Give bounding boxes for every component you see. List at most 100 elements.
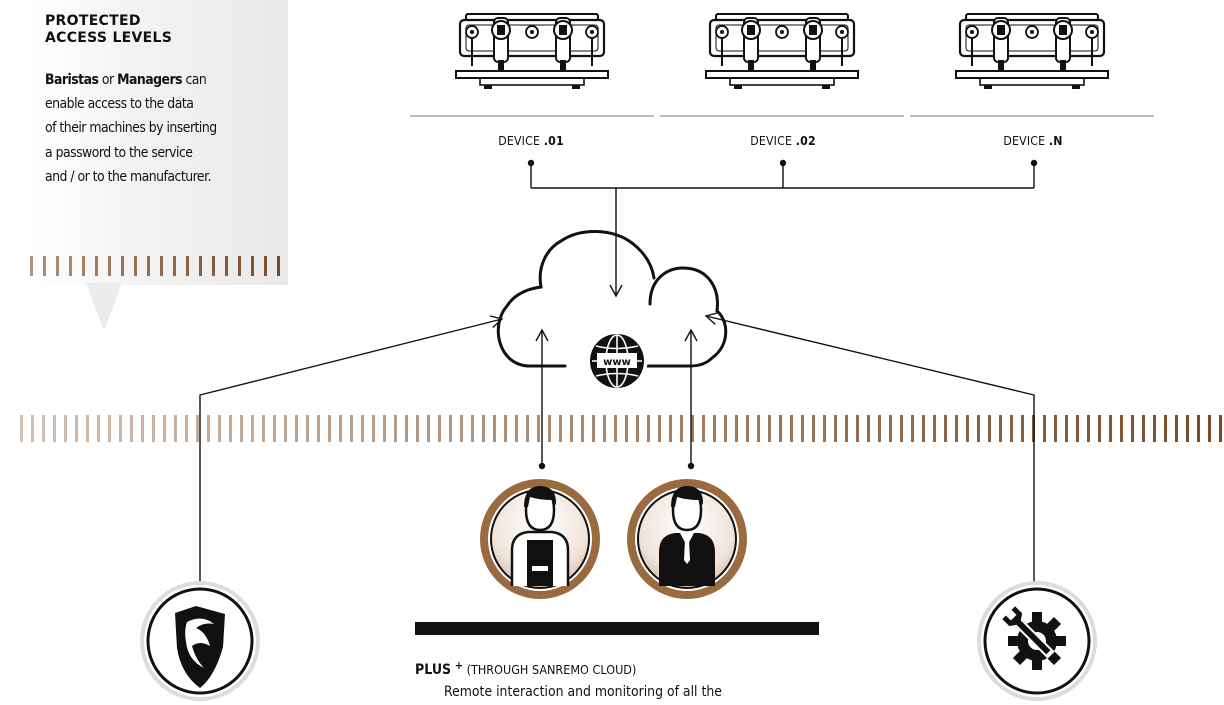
stripe-tick: [911, 415, 914, 442]
stripe-tick: [1098, 415, 1101, 442]
stripe-tick: [119, 415, 122, 442]
panel-title-line2: ACCESS LEVELS: [45, 30, 173, 46]
stripe-tick: [790, 415, 793, 442]
stripe-tick: [317, 415, 320, 442]
stripe-tick: [1076, 415, 1079, 442]
stripe-tick: [482, 415, 485, 442]
stripe-tick: [372, 415, 375, 442]
stripe-tick: [724, 415, 727, 442]
stripe-tick: [273, 415, 276, 442]
stripe-tick: [614, 415, 617, 442]
stripe-tick: [1175, 415, 1178, 442]
stripe-tick: [240, 415, 243, 442]
stripe-tick: [1153, 415, 1156, 442]
stripe-tick: [823, 415, 826, 442]
panel-body-line5: and / or to the manufacturer.: [45, 168, 212, 185]
stripe-tick: [141, 415, 144, 442]
stripe-tick: [779, 415, 782, 442]
shield-logo-icon: [140, 581, 260, 701]
stripe-tick: [603, 415, 606, 442]
stripe-tick: [438, 415, 441, 442]
barista-icon: [480, 479, 600, 599]
access-lines: [199, 312, 1035, 596]
device-bus: [530, 163, 1035, 298]
stripe-tick: [43, 256, 46, 276]
stripe-tick: [97, 415, 100, 442]
info-panel-pointer: [86, 283, 122, 331]
globe-icon: www: [586, 330, 648, 392]
barista-node: [538, 462, 546, 470]
stripe-tick: [30, 256, 33, 276]
stripe-tick: [130, 415, 133, 442]
stripe-tick: [999, 415, 1002, 442]
manager-node: [687, 462, 695, 470]
role-barista: Baristas: [45, 72, 99, 88]
stripe-tick: [134, 256, 137, 276]
stripe-tick: [856, 415, 859, 442]
stripe-tick: [669, 415, 672, 442]
stripe-tick: [42, 415, 45, 442]
device-label-suffix: .02: [795, 133, 816, 148]
stripe-tick: [339, 415, 342, 442]
panel-body-rest: can: [182, 72, 207, 88]
stripe-tick: [922, 415, 925, 442]
stripe-tick: [570, 415, 573, 442]
plus-heading: PLUS + (THROUGH SANREMO CLOUD): [415, 659, 636, 678]
stripe-tick: [1021, 415, 1024, 442]
device-node-n: [1030, 159, 1038, 167]
stripe-tick: [768, 415, 771, 442]
stripe-tick: [229, 415, 232, 442]
panel-title-line1: PROTECTED: [45, 13, 141, 29]
stripe-tick: [207, 415, 210, 442]
stripe-tick: [1164, 415, 1167, 442]
stripe-tick: [834, 415, 837, 442]
stripe-tick: [31, 415, 34, 442]
stripe-tick: [251, 256, 254, 276]
device-shadow-02: [660, 115, 904, 117]
panel-stripe: [30, 256, 280, 276]
stripe-tick: [933, 415, 936, 442]
stripe-tick: [20, 415, 23, 442]
stripe-tick: [878, 415, 881, 442]
stripe-tick: [108, 415, 111, 442]
stripe-tick: [147, 256, 150, 276]
stripe-tick: [1197, 415, 1200, 442]
stripe-tick: [121, 256, 124, 276]
stripe-tick: [702, 415, 705, 442]
stripe-tick: [548, 415, 551, 442]
panel-body-or: or: [98, 72, 118, 88]
stripe-tick: [186, 256, 189, 276]
stripe-tick: [328, 415, 331, 442]
stripe-tick: [812, 415, 815, 442]
stripe-tick: [449, 415, 452, 442]
stripe-tick: [988, 415, 991, 442]
device-machine-01: [454, 6, 610, 91]
panel-body-line2: enable access to the data: [45, 96, 194, 113]
stripe-tick: [713, 415, 716, 442]
stripe-tick: [955, 415, 958, 442]
stripe-tick: [394, 415, 397, 442]
stripe-tick: [108, 256, 111, 276]
stripe-tick: [306, 415, 309, 442]
stripe-tick: [1131, 415, 1134, 442]
device-shadow-01: [410, 115, 654, 117]
stripe-tick: [757, 415, 760, 442]
stripe-tick: [1087, 415, 1090, 442]
device-label-prefix: DEVICE: [750, 133, 796, 148]
device-label-n: DEVICE .N: [971, 133, 1094, 148]
stripe-tick: [295, 415, 298, 442]
stripe-tick: [845, 415, 848, 442]
stripe-tick: [515, 415, 518, 442]
stripe-tick: [1010, 415, 1013, 442]
stripe-tick: [225, 256, 228, 276]
manager-icon: [627, 479, 747, 599]
stripe-tick: [625, 415, 628, 442]
stripe-tick: [416, 415, 419, 442]
stripe-tick: [559, 415, 562, 442]
stripe-tick: [95, 256, 98, 276]
info-panel: [30, 0, 288, 285]
device-shadow-n: [910, 115, 1154, 117]
plus-description: Remote interaction and monitoring of all…: [444, 684, 722, 700]
device-label-suffix: .01: [543, 133, 564, 148]
stripe-tick: [1208, 415, 1211, 442]
